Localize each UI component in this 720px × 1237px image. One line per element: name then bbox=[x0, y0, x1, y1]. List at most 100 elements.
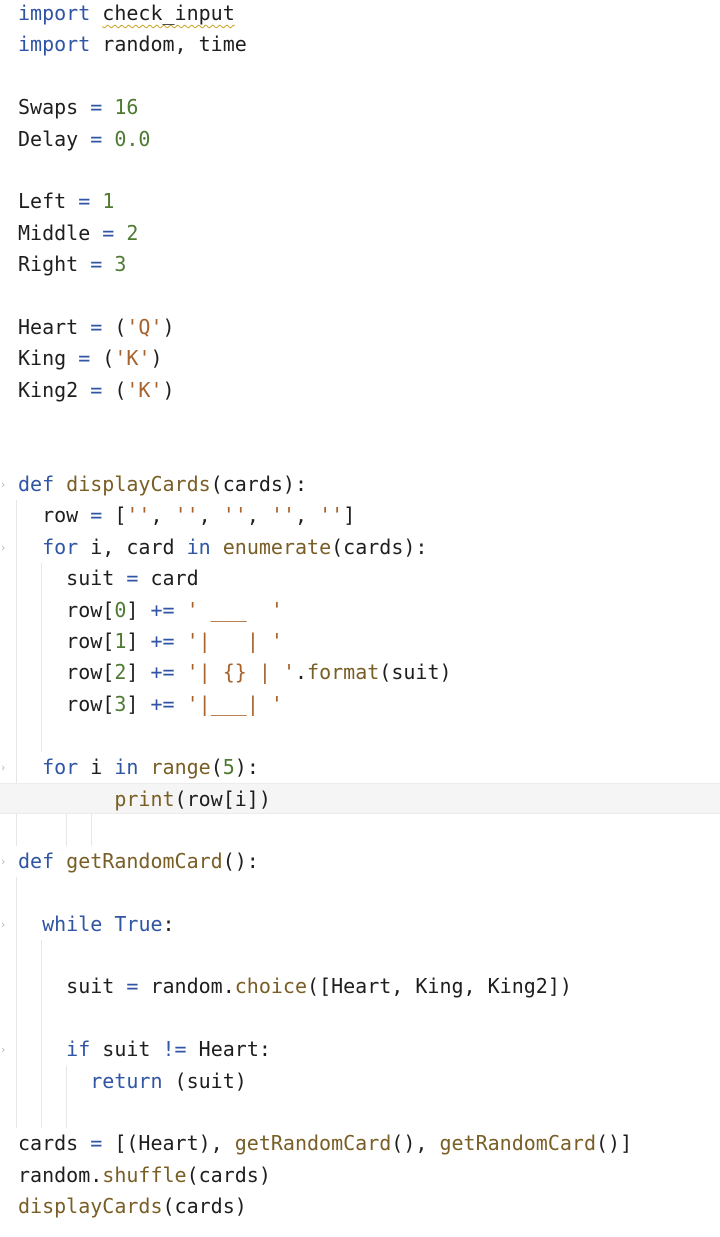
code-token: 1 bbox=[102, 189, 115, 214]
code-token: (cards) bbox=[162, 1194, 247, 1219]
code-line[interactable]: King = ('K') bbox=[0, 343, 720, 374]
code-token bbox=[18, 787, 114, 811]
code-line[interactable]: row[0] += ' ___ ' bbox=[0, 595, 720, 626]
code-line[interactable] bbox=[0, 438, 720, 469]
code-token: : bbox=[162, 911, 175, 936]
code-token bbox=[102, 252, 114, 276]
code-token bbox=[18, 912, 42, 936]
code-line[interactable]: row = ['', '', '', '', ''] bbox=[0, 500, 720, 531]
code-token: 0 bbox=[114, 597, 127, 622]
code-line[interactable]: displayCards(cards) bbox=[0, 1191, 720, 1222]
code-line[interactable]: def getRandomCard(): bbox=[0, 846, 720, 877]
indent-guide bbox=[41, 940, 42, 1129]
code-token: row bbox=[18, 503, 91, 528]
indent-guide bbox=[66, 783, 67, 846]
code-line[interactable] bbox=[0, 1097, 720, 1128]
fold-chevron-icon[interactable]: › bbox=[1, 760, 6, 774]
code-line[interactable] bbox=[0, 814, 720, 845]
code-token bbox=[102, 127, 114, 151]
code-line[interactable]: suit = random.choice([Heart, King, King2… bbox=[0, 971, 720, 1002]
code-token: row[ bbox=[18, 597, 115, 622]
code-token: shuffle bbox=[102, 1162, 187, 1187]
code-token: suit bbox=[18, 974, 127, 999]
code-token: choice bbox=[234, 974, 307, 999]
code-line[interactable] bbox=[0, 406, 720, 437]
fold-chevron-icon[interactable]: › bbox=[1, 540, 6, 554]
code-line[interactable]: import random, time bbox=[0, 29, 720, 60]
code-token bbox=[175, 660, 187, 684]
code-token: Right bbox=[18, 252, 91, 277]
fold-chevron-icon[interactable]: › bbox=[1, 478, 6, 491]
indent-guide bbox=[16, 877, 17, 1129]
code-token: = bbox=[126, 566, 139, 591]
code-token: ([Heart, King, King2]) bbox=[307, 974, 572, 999]
code-line[interactable]: random.shuffle(cards) bbox=[0, 1160, 720, 1191]
code-line[interactable]: row[2] += '| {} | '.format(suit) bbox=[0, 657, 720, 688]
code-token: , bbox=[150, 503, 175, 528]
code-line[interactable]: row[3] += '|___| ' bbox=[0, 689, 720, 720]
code-line[interactable] bbox=[0, 61, 720, 92]
fold-chevron-icon[interactable]: › bbox=[1, 1043, 6, 1057]
code-token: Swaps bbox=[18, 95, 91, 120]
code-line[interactable]: if suit != Heart: bbox=[0, 1034, 720, 1065]
code-token: , bbox=[246, 503, 271, 528]
code-line[interactable]: Delay = 0.0 bbox=[0, 124, 720, 155]
code-token: i bbox=[78, 754, 115, 779]
code-token: += bbox=[150, 660, 175, 685]
code-token: '' bbox=[319, 503, 344, 528]
code-line[interactable]: Heart = ('Q') bbox=[0, 312, 720, 343]
code-token: import bbox=[18, 1, 91, 25]
code-token: (), bbox=[391, 1131, 440, 1156]
code-line[interactable]: Right = 3 bbox=[0, 249, 720, 280]
code-line[interactable]: def displayCards(cards): bbox=[0, 469, 720, 500]
code-token: ()] bbox=[596, 1131, 633, 1156]
code-token: suit bbox=[18, 566, 127, 591]
code-token: (cards): bbox=[210, 472, 307, 496]
code-line[interactable]: Middle = 2 bbox=[0, 218, 720, 249]
code-line[interactable]: for i in range(5): bbox=[0, 752, 720, 783]
code-token: 3 bbox=[114, 691, 127, 716]
fold-chevron-icon[interactable]: › bbox=[1, 854, 6, 868]
code-line[interactable]: for i, card in enumerate(cards): bbox=[0, 532, 720, 563]
code-token: def bbox=[18, 472, 55, 496]
code-line[interactable] bbox=[0, 940, 720, 971]
code-token: Delay bbox=[18, 126, 91, 151]
code-token: 2 bbox=[126, 220, 139, 245]
fold-chevron-icon[interactable]: › bbox=[1, 917, 6, 931]
code-line[interactable] bbox=[0, 720, 720, 751]
code-token: (suit) bbox=[162, 1068, 247, 1093]
code-line[interactable]: Swaps = 16 bbox=[0, 92, 720, 123]
code-line[interactable]: while True: bbox=[0, 909, 720, 940]
code-token: 16 bbox=[114, 95, 139, 120]
code-token bbox=[54, 849, 66, 873]
code-token: row[ bbox=[18, 691, 115, 716]
code-token: = bbox=[90, 1131, 103, 1156]
code-token bbox=[90, 1, 102, 25]
code-line[interactable]: print(row[i]) bbox=[0, 783, 720, 814]
code-token: = bbox=[78, 346, 91, 371]
code-line[interactable]: Left = 1 bbox=[0, 186, 720, 217]
code-token: True bbox=[114, 911, 163, 936]
code-token: (cards) bbox=[186, 1162, 271, 1187]
code-line[interactable] bbox=[0, 877, 720, 908]
code-token bbox=[18, 1037, 66, 1061]
code-token: ) bbox=[162, 377, 175, 402]
code-token: = bbox=[90, 95, 103, 120]
code-line[interactable]: cards = [(Heart), getRandomCard(), getRa… bbox=[0, 1128, 720, 1159]
code-token: = bbox=[78, 189, 91, 214]
code-line[interactable]: row[1] += '| | ' bbox=[0, 626, 720, 657]
code-line[interactable]: import check_input bbox=[0, 0, 720, 29]
code-token: format bbox=[307, 660, 380, 685]
code-line[interactable] bbox=[0, 1003, 720, 1034]
code-line[interactable]: suit = card bbox=[0, 563, 720, 594]
code-line[interactable]: King2 = ('K') bbox=[0, 375, 720, 406]
code-line[interactable] bbox=[0, 281, 720, 312]
code-line[interactable]: return (suit) bbox=[0, 1066, 720, 1097]
code-token: (cards): bbox=[331, 534, 428, 559]
code-token: '' bbox=[126, 503, 151, 528]
code-line[interactable] bbox=[0, 155, 720, 186]
code-token: = bbox=[126, 974, 139, 999]
code-token bbox=[54, 472, 66, 496]
code-token: = bbox=[102, 220, 115, 245]
